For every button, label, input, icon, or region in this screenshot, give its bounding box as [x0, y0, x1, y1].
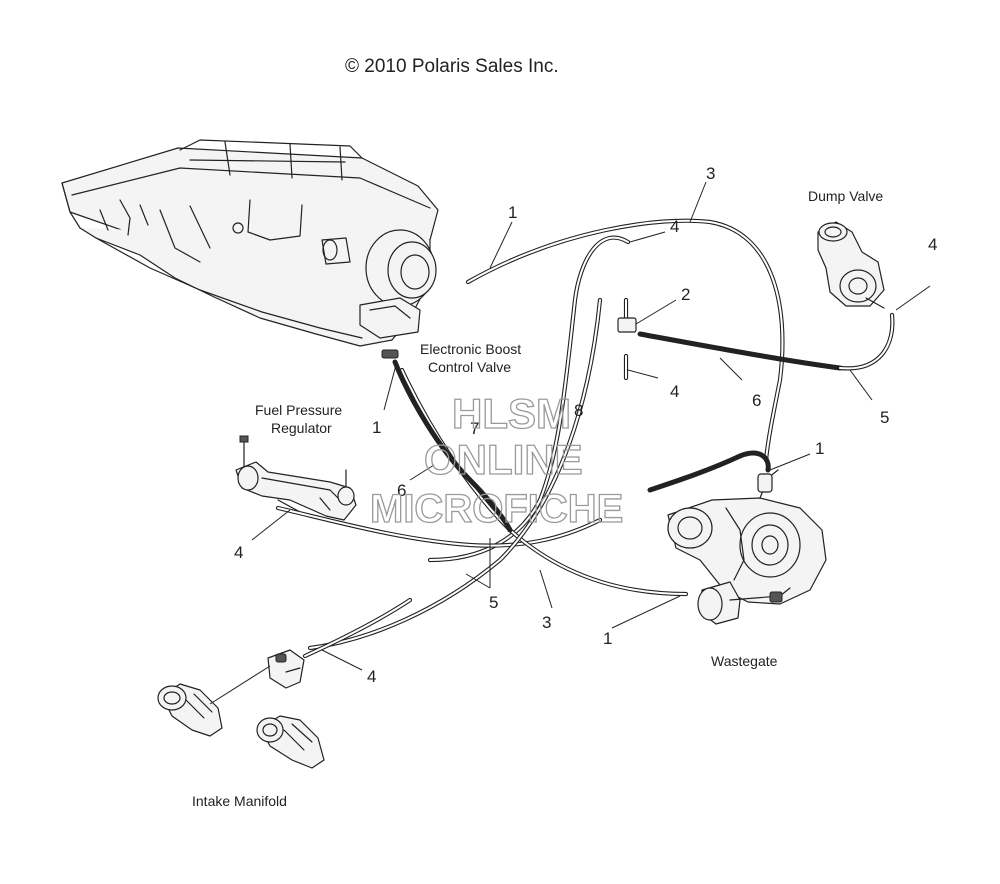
callout-1-turbo: 1	[815, 439, 824, 458]
callout-5-right: 5	[880, 408, 889, 427]
callout-2: 2	[681, 285, 690, 304]
watermark: HLSM ONLINE MICROFICHE	[369, 389, 624, 531]
copyright-text: © 2010 Polaris Sales Inc.	[345, 56, 559, 77]
dump-valve-label: Dump Valve	[808, 188, 883, 204]
wastegate-label: Wastegate	[711, 653, 778, 669]
callout-7: 7	[470, 419, 479, 438]
callout-6-right: 6	[752, 391, 761, 410]
intake-manifold-label: Intake Manifold	[192, 793, 287, 809]
callout-4-mid: 4	[670, 382, 679, 401]
watermark-line1: HLSM	[452, 390, 571, 437]
leader-lines	[209, 181, 931, 705]
boost-valve-label-line1: Electronic Boost	[420, 341, 521, 357]
callout-3-bottom: 3	[542, 613, 551, 632]
callout-8: 8	[574, 401, 583, 420]
callout-4-top: 4	[670, 217, 679, 236]
callout-1-top: 1	[508, 203, 517, 222]
fuel-regulator-label-line1: Fuel Pressure	[255, 402, 342, 418]
watermark-line2: ONLINE	[424, 436, 583, 483]
t-fitting-icon	[617, 317, 637, 333]
watermark-line3: MICROFICHE	[370, 487, 623, 531]
airbox-assembly-icon	[61, 139, 439, 359]
fuel-regulator-label-line2: Regulator	[271, 420, 332, 436]
callout-3-top: 3	[706, 164, 715, 183]
callout-4-bottom: 4	[367, 667, 376, 686]
vacuum-hoses	[275, 218, 895, 659]
dump-valve-icon	[817, 221, 885, 309]
callout-6-left: 6	[397, 481, 406, 500]
callout-4-fuel: 4	[234, 543, 243, 562]
turbocharger-icon	[667, 469, 827, 625]
intake-manifold-icon	[157, 683, 325, 769]
callout-4-dump: 4	[928, 235, 937, 254]
callout-1-boost: 1	[372, 418, 381, 437]
fuel-rail-regulator-icon	[235, 435, 357, 521]
map-sensor-icon	[267, 649, 305, 689]
callout-1-bottom: 1	[603, 629, 612, 648]
boost-valve-label-line2: Control Valve	[428, 359, 511, 375]
callout-5-bottom: 5	[489, 593, 498, 612]
